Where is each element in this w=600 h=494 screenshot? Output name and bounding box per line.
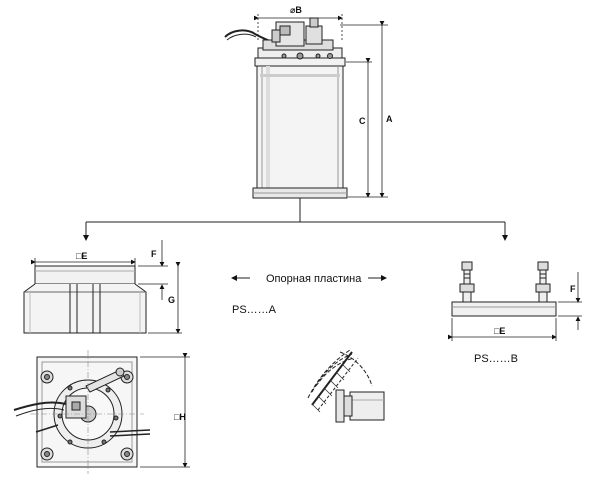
label-e-left: □E xyxy=(76,251,87,261)
dimension-a xyxy=(340,21,388,198)
base-plate xyxy=(451,261,557,317)
label-e-right: □E xyxy=(494,326,505,336)
label-a: A xyxy=(386,114,393,124)
dimension-e-left xyxy=(31,258,136,266)
label-dia-b: ⌀B xyxy=(290,5,302,15)
plate-caption: Опорная пластина xyxy=(266,273,362,285)
dimension-f-left xyxy=(138,240,168,300)
dimension-g xyxy=(148,262,182,334)
mounted-lubricator-sketch xyxy=(307,349,385,423)
label-h: □H xyxy=(174,412,186,422)
label-f-left: F xyxy=(151,249,157,259)
adapter-side-view xyxy=(23,265,147,334)
lubricator-unit xyxy=(224,17,348,199)
dimension-c xyxy=(346,58,372,198)
dimension-e-right xyxy=(448,318,557,341)
label-c: C xyxy=(359,116,366,126)
adapter-top-view xyxy=(13,350,151,474)
label-ps-a: PS……A xyxy=(232,304,277,316)
dimension-b xyxy=(254,14,343,40)
dimension-f-right xyxy=(558,272,582,330)
dimension-h xyxy=(140,353,190,468)
connector-lines xyxy=(83,198,508,241)
label-ps-b: PS……B xyxy=(474,353,518,365)
label-g: G xyxy=(168,295,175,305)
label-f-right: F xyxy=(570,284,576,294)
